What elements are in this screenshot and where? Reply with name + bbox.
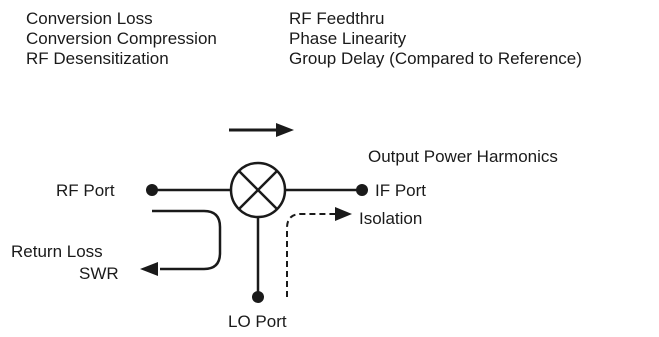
rf-port-dot xyxy=(146,184,158,196)
output-power-harmonics-label: Output Power Harmonics xyxy=(368,147,558,166)
isolation-arrow xyxy=(286,207,352,297)
measurement-item: Conversion Compression xyxy=(26,29,217,48)
arrow-right-icon xyxy=(229,123,294,137)
if-port-label: IF Port xyxy=(375,181,427,200)
lo-port-dot xyxy=(252,291,264,303)
isolation-label: Isolation xyxy=(359,209,423,228)
lo-port-label: LO Port xyxy=(228,312,287,331)
measurement-item: Group Delay (Compared to Reference) xyxy=(289,49,582,68)
measurement-item: Phase Linearity xyxy=(289,29,407,48)
swr-label: SWR xyxy=(79,264,119,283)
measurement-item: Conversion Loss xyxy=(26,9,153,28)
measurement-item: RF Feedthru xyxy=(289,9,385,28)
return-loss-label: Return Loss xyxy=(11,242,103,261)
mixer-symbol-icon xyxy=(229,161,287,219)
rf-port-label: RF Port xyxy=(56,181,115,200)
measurement-list-right: RF Feedthru Phase Linearity Group Delay … xyxy=(289,9,582,69)
if-port-dot xyxy=(356,184,368,196)
measurement-list-left: Conversion Loss Conversion Compression R… xyxy=(26,9,217,69)
measurement-item: RF Desensitization xyxy=(26,49,169,68)
return-loss-arrow xyxy=(140,209,222,276)
